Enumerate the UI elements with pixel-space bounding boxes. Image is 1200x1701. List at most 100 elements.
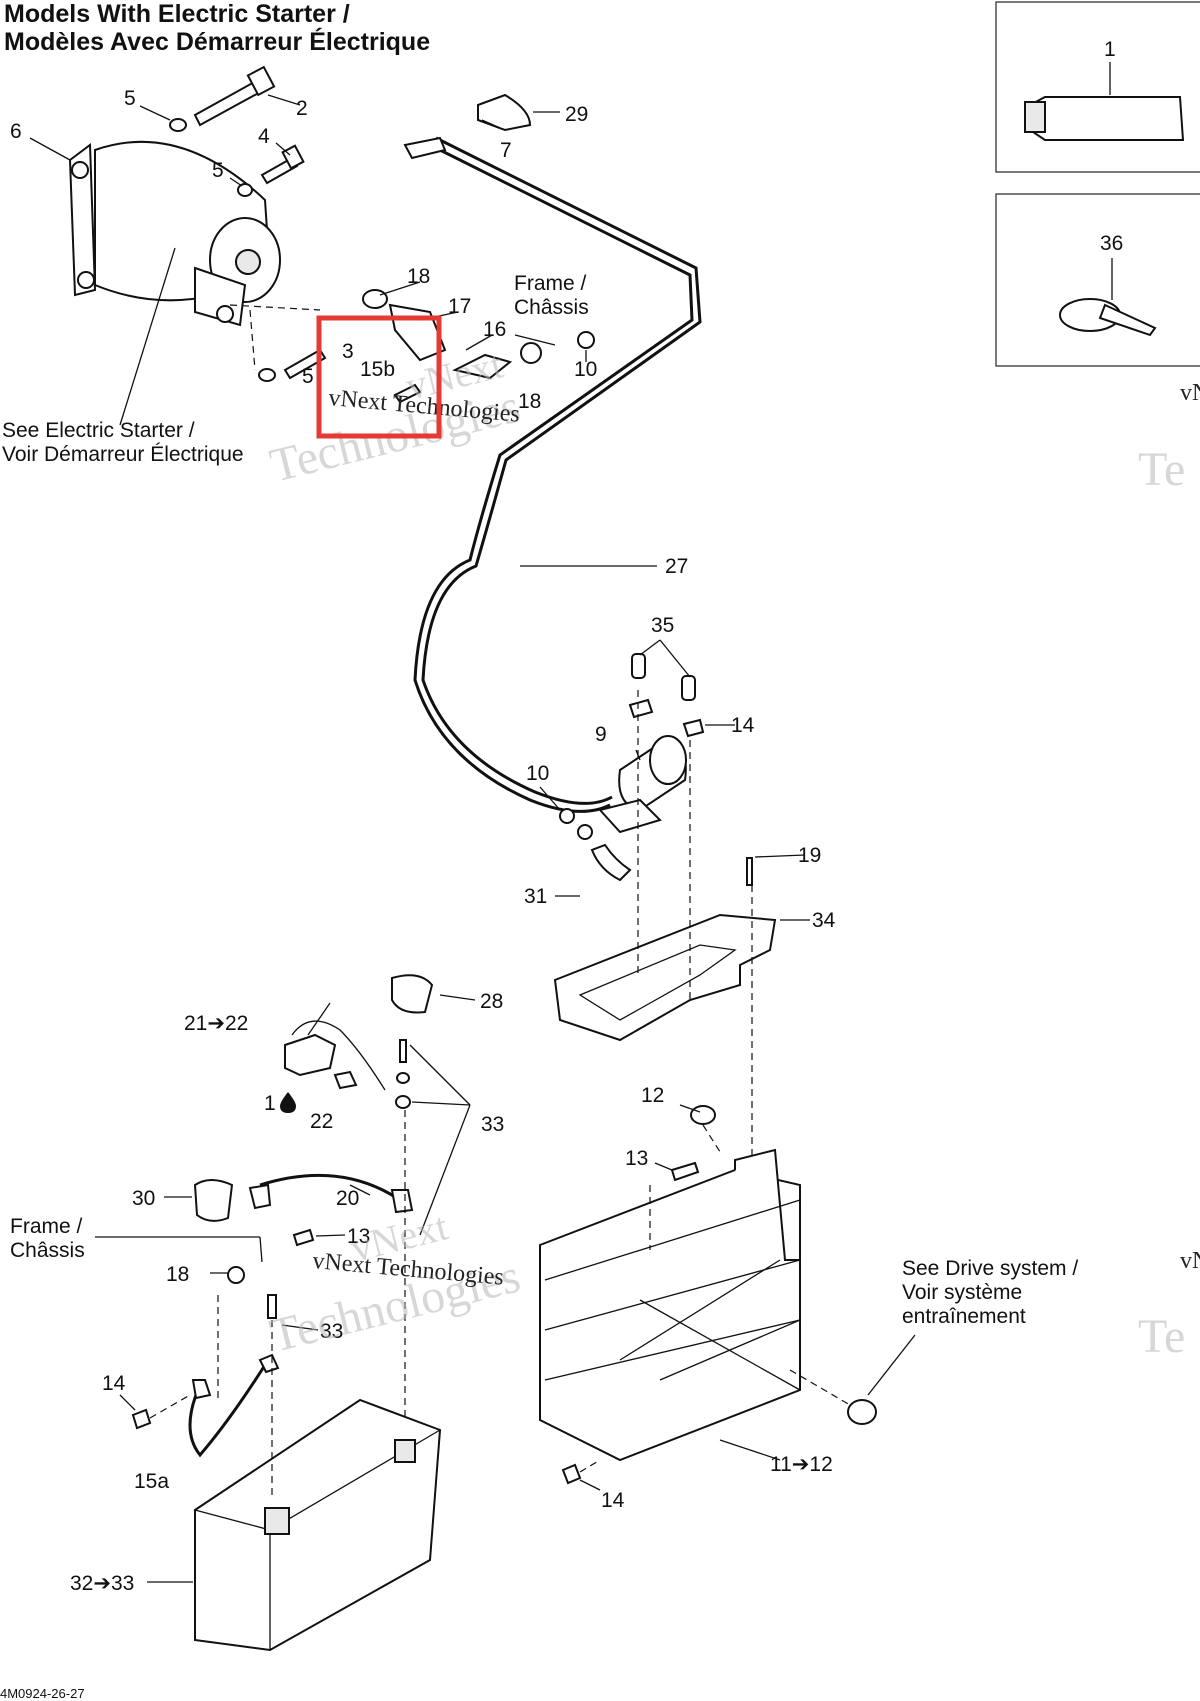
watermark-bottom: Technologies vNext vNext Technologies [265, 1203, 525, 1362]
note-drive-fr2: entraînement [902, 1305, 1026, 1328]
leader-lines [29, 105, 916, 1583]
watermark-edge-te-top: Te [1138, 443, 1185, 496]
nut-14-battery [131, 1408, 152, 1430]
diagram-title-en: Models With Electric Starter / [4, 0, 350, 28]
note-drive-fr1: Voir système [902, 1281, 1022, 1304]
callout-31: 31 [524, 885, 547, 908]
star-washer-18 [227, 1266, 245, 1284]
callout-17: 17 [448, 295, 471, 318]
note-frame-left-fr: Châssis [10, 1239, 85, 1262]
callout-28: 28 [480, 990, 503, 1013]
solenoid-9 [559, 735, 687, 840]
callout-16: 16 [483, 318, 506, 341]
callout-22: 22 [310, 1110, 333, 1133]
alignment-lines [149, 304, 851, 1500]
callout-10-mid: 10 [526, 762, 549, 785]
callout-19: 19 [798, 844, 821, 867]
note-drive-en: See Drive system / [902, 1257, 1078, 1280]
callout-18-low: 18 [166, 1263, 189, 1286]
bolt-3 [283, 348, 327, 380]
washer-33 [396, 1072, 410, 1084]
drive-mount [847, 1399, 877, 1425]
drawing-reference: 4M0924-26-27 [0, 1686, 85, 1701]
callout-18-top: 18 [407, 265, 430, 288]
callout-1-dropper: 1 [264, 1092, 276, 1115]
watermark-edge-te-bottom: Te [1138, 1310, 1185, 1363]
fuse-holder-21 [284, 1020, 386, 1091]
callout-33-mid: 33 [481, 1113, 504, 1136]
cable-15a [188, 1353, 280, 1458]
note-electric-starter-en: See Electric Starter / [2, 419, 195, 442]
diagram-title-fr: Modèles Avec Démarreur Électrique [4, 28, 431, 56]
note-frame-top-fr: Châssis [514, 296, 589, 319]
bolt-33 [399, 1039, 407, 1063]
callout-20: 20 [336, 1187, 359, 1210]
cap-35a [631, 653, 646, 679]
note-frame-left-en: Frame / [10, 1215, 83, 1238]
lock-washer-33 [395, 1095, 411, 1109]
callout-21-22: 21➔22 [184, 1012, 248, 1035]
callout-5-low: 5 [302, 365, 314, 388]
callout-33-low: 33 [320, 1320, 343, 1343]
callout-13-frame: 13 [347, 1225, 370, 1248]
callout-29: 29 [565, 103, 588, 126]
bolt-33-battery [267, 1294, 277, 1319]
callout-5-top: 5 [124, 87, 136, 110]
callout-5-mid: 5 [212, 159, 224, 182]
callout-15b: 15b [360, 358, 395, 381]
washer-5-low [258, 368, 276, 382]
note-electric-starter-fr: Voir Démarreur Électrique [2, 443, 244, 466]
boot-28 [391, 974, 434, 1014]
callout-30: 30 [132, 1187, 155, 1210]
callout-6: 6 [10, 120, 22, 143]
callout-4: 4 [258, 125, 270, 148]
watermark-edge-vn-bottom: vN [1180, 1248, 1200, 1274]
callout-14-top: 14 [731, 714, 755, 737]
callout-32-33: 32➔33 [70, 1572, 134, 1595]
note-frame-top-en: Frame / [514, 272, 587, 295]
cap-35b [681, 675, 696, 701]
callout-7: 7 [500, 139, 512, 162]
callout-10-top: 10 [574, 358, 597, 381]
callout-36: 36 [1100, 232, 1123, 255]
starter-cable-27 [403, 93, 702, 813]
cable-20 [248, 1173, 414, 1214]
nut-14-tray [561, 1463, 582, 1485]
bolt-2 [193, 65, 301, 127]
battery-tray-11 [539, 1148, 801, 1462]
inset-cable-tie-box: 36 [995, 193, 1200, 367]
callout-13-tray: 13 [625, 1147, 648, 1170]
callout-12: 12 [641, 1084, 664, 1107]
bolt-4 [260, 144, 305, 185]
boot-31 [590, 843, 632, 882]
bolt-13-frame [292, 1228, 315, 1247]
washer-5-top [169, 118, 187, 132]
callout-1: 1 [1104, 38, 1116, 61]
callout-35: 35 [651, 614, 674, 637]
callout-2: 2 [296, 97, 308, 120]
callout-14-battery: 14 [102, 1372, 126, 1395]
mounting-plate-34 [553, 913, 777, 1042]
droplet-icon [280, 1092, 296, 1113]
boot-30 [193, 1179, 234, 1222]
bolt-13-tray [670, 1161, 700, 1182]
bolt-19 [746, 857, 753, 886]
callout-14-tray: 14 [601, 1489, 625, 1512]
watermark-edge-vn-top: vN [1180, 380, 1200, 406]
nut-12 [690, 1105, 716, 1125]
callout-9: 9 [595, 723, 607, 746]
nut-14-top [682, 718, 705, 738]
washer-5-mid [237, 183, 253, 197]
callout-18-mid: 18 [518, 390, 541, 413]
highlight-box [316, 315, 442, 439]
callout-34: 34 [812, 909, 836, 932]
battery-32 [194, 1398, 442, 1652]
nut-35 [628, 698, 654, 719]
callout-15a: 15a [134, 1470, 169, 1493]
callout-3: 3 [342, 340, 354, 363]
callout-11-12: 11➔12 [770, 1453, 833, 1476]
inset-sealant-box: 1 [995, 1, 1200, 173]
callout-27: 27 [665, 555, 688, 578]
starter-motor [68, 140, 281, 327]
